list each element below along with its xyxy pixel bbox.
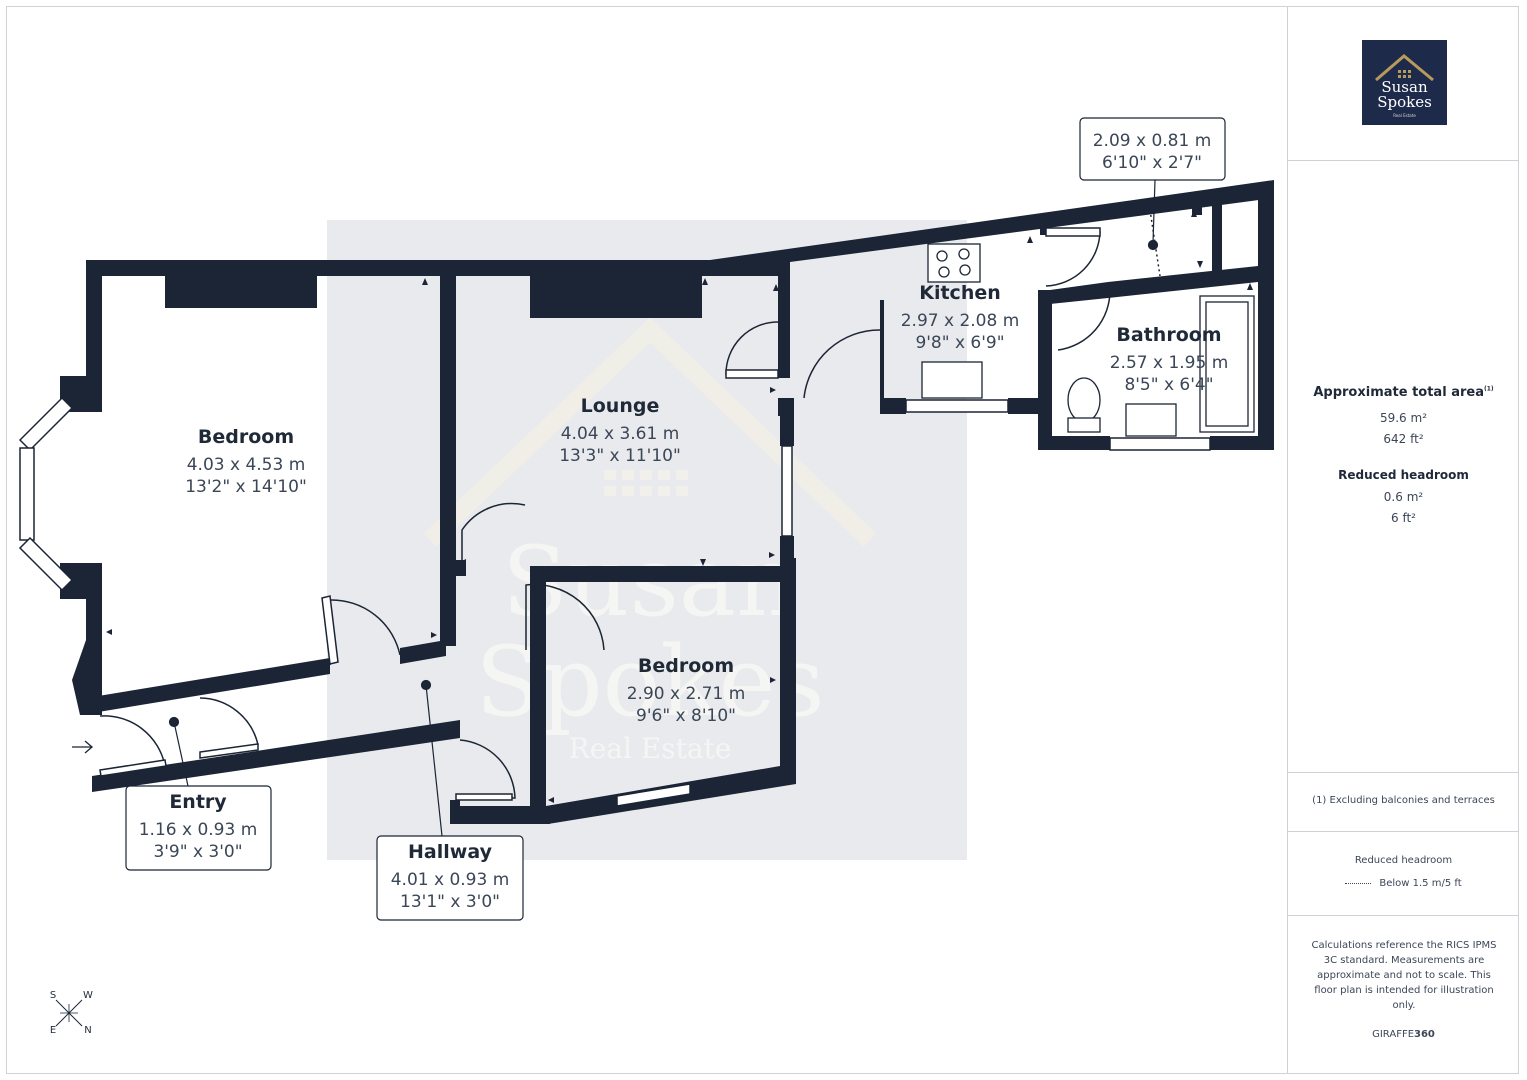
reduced-headroom-m2: 0.6 m²	[1383, 490, 1424, 504]
total-area-title: Approximate total area(1)	[1313, 385, 1494, 400]
sink-icon	[921, 361, 983, 399]
room-name-bedroom1: Bedroom	[198, 426, 294, 448]
toilet-icon	[1067, 377, 1101, 423]
watermark-window-icon	[604, 470, 688, 496]
compass-w: W	[83, 990, 93, 1001]
room-imperial-entry: 3'9" x 3'0"	[153, 842, 242, 862]
provider-logo: GIRAFFE360	[1372, 1029, 1435, 1040]
house-roof-icon	[1375, 54, 1434, 82]
room-metric-bedroom1: 4.03 x 4.53 m	[187, 455, 306, 475]
reduced-area-imperial: 6'10" x 2'7"	[1102, 153, 1202, 173]
floor-plan: Susan Spokes Real Estate	[18, 117, 1274, 1036]
room-name-bathroom: Bathroom	[1116, 324, 1221, 346]
room-imperial-hallway: 13'1" x 3'0"	[400, 892, 500, 912]
callout-boxes	[125, 117, 1226, 921]
room-labels: Bedroom 4.03 x 4.53 m 13'2" x 14'10" Lou…	[139, 131, 1229, 912]
reduced-headroom-ft2: 6 ft²	[1391, 511, 1416, 525]
room-name-lounge: Lounge	[581, 395, 660, 417]
compass-s: S	[50, 990, 56, 1001]
hob-icon	[927, 243, 981, 283]
compass-e: E	[50, 1025, 56, 1036]
room-metric-bathroom: 2.57 x 1.95 m	[1110, 353, 1229, 373]
total-area-m2: 59.6 m²	[1379, 411, 1428, 425]
legend-title: Reduced headroom	[1354, 855, 1453, 866]
windows	[18, 396, 1211, 807]
sidebar-divider	[1288, 160, 1519, 161]
room-imperial-bedroom1: 13'2" x 14'10"	[185, 477, 307, 497]
room-metric-hallway: 4.01 x 0.93 m	[391, 870, 510, 890]
reduced-area-metric: 2.09 x 0.81 m	[1093, 131, 1212, 151]
sidebar-divider	[1288, 915, 1519, 916]
entry-arrow-icon	[72, 740, 93, 754]
fixtures	[921, 243, 1255, 437]
room-imperial-lounge: 13'3" x 11'10"	[559, 446, 681, 466]
logo-text-line1: Susan	[1381, 78, 1428, 96]
door-leaves	[99, 227, 1101, 801]
room-imperial-bathroom: 8'5" x 6'4"	[1124, 375, 1213, 395]
dotted-line-swatch	[1345, 882, 1372, 884]
sidebar-divider	[1288, 772, 1519, 773]
footnote-mark: (1)	[1483, 385, 1494, 393]
footnote-text: (1) Excluding balconies and terraces	[1312, 795, 1495, 806]
compass-icon: S W E N	[50, 990, 93, 1036]
legend-item: Below 1.5 m/5 ft	[1288, 878, 1519, 889]
total-area-ft2: 642 ft²	[1383, 432, 1424, 446]
room-metric-bedroom2: 2.90 x 2.71 m	[627, 684, 746, 704]
logo-text-line2: Spokes	[1377, 93, 1432, 111]
watermark-line3: Real Estate	[569, 732, 732, 765]
brand-logo: Susan Spokes Real Estate	[1362, 40, 1447, 125]
room-name-entry: Entry	[169, 791, 227, 813]
walls	[60, 180, 1274, 824]
disclaimer-text: Calculations reference the RICS IPMS 3C …	[1311, 940, 1497, 1011]
room-metric-lounge: 4.04 x 3.61 m	[561, 424, 680, 444]
room-metric-kitchen: 2.97 x 2.08 m	[901, 311, 1020, 331]
reduced-headroom-title: Reduced headroom	[1338, 468, 1469, 482]
reduced-headroom-line	[1149, 209, 1161, 277]
dimension-markers	[106, 210, 1253, 803]
callout-pointers	[168, 179, 1159, 837]
compass-n: N	[84, 1025, 91, 1036]
sidebar-divider	[1288, 831, 1519, 832]
room-name-kitchen: Kitchen	[919, 282, 1001, 304]
room-metric-entry: 1.16 x 0.93 m	[139, 820, 258, 840]
page-frame	[6, 6, 1519, 1074]
room-name-hallway: Hallway	[408, 841, 493, 863]
logo-text-line3: Real Estate	[1393, 113, 1416, 118]
basin-icon	[1125, 403, 1177, 437]
room-imperial-kitchen: 9'8" x 6'9"	[915, 333, 1004, 353]
room-name-bedroom2: Bedroom	[638, 655, 734, 677]
sidebar	[1287, 6, 1519, 1074]
room-imperial-bedroom2: 9'6" x 8'10"	[636, 706, 736, 726]
